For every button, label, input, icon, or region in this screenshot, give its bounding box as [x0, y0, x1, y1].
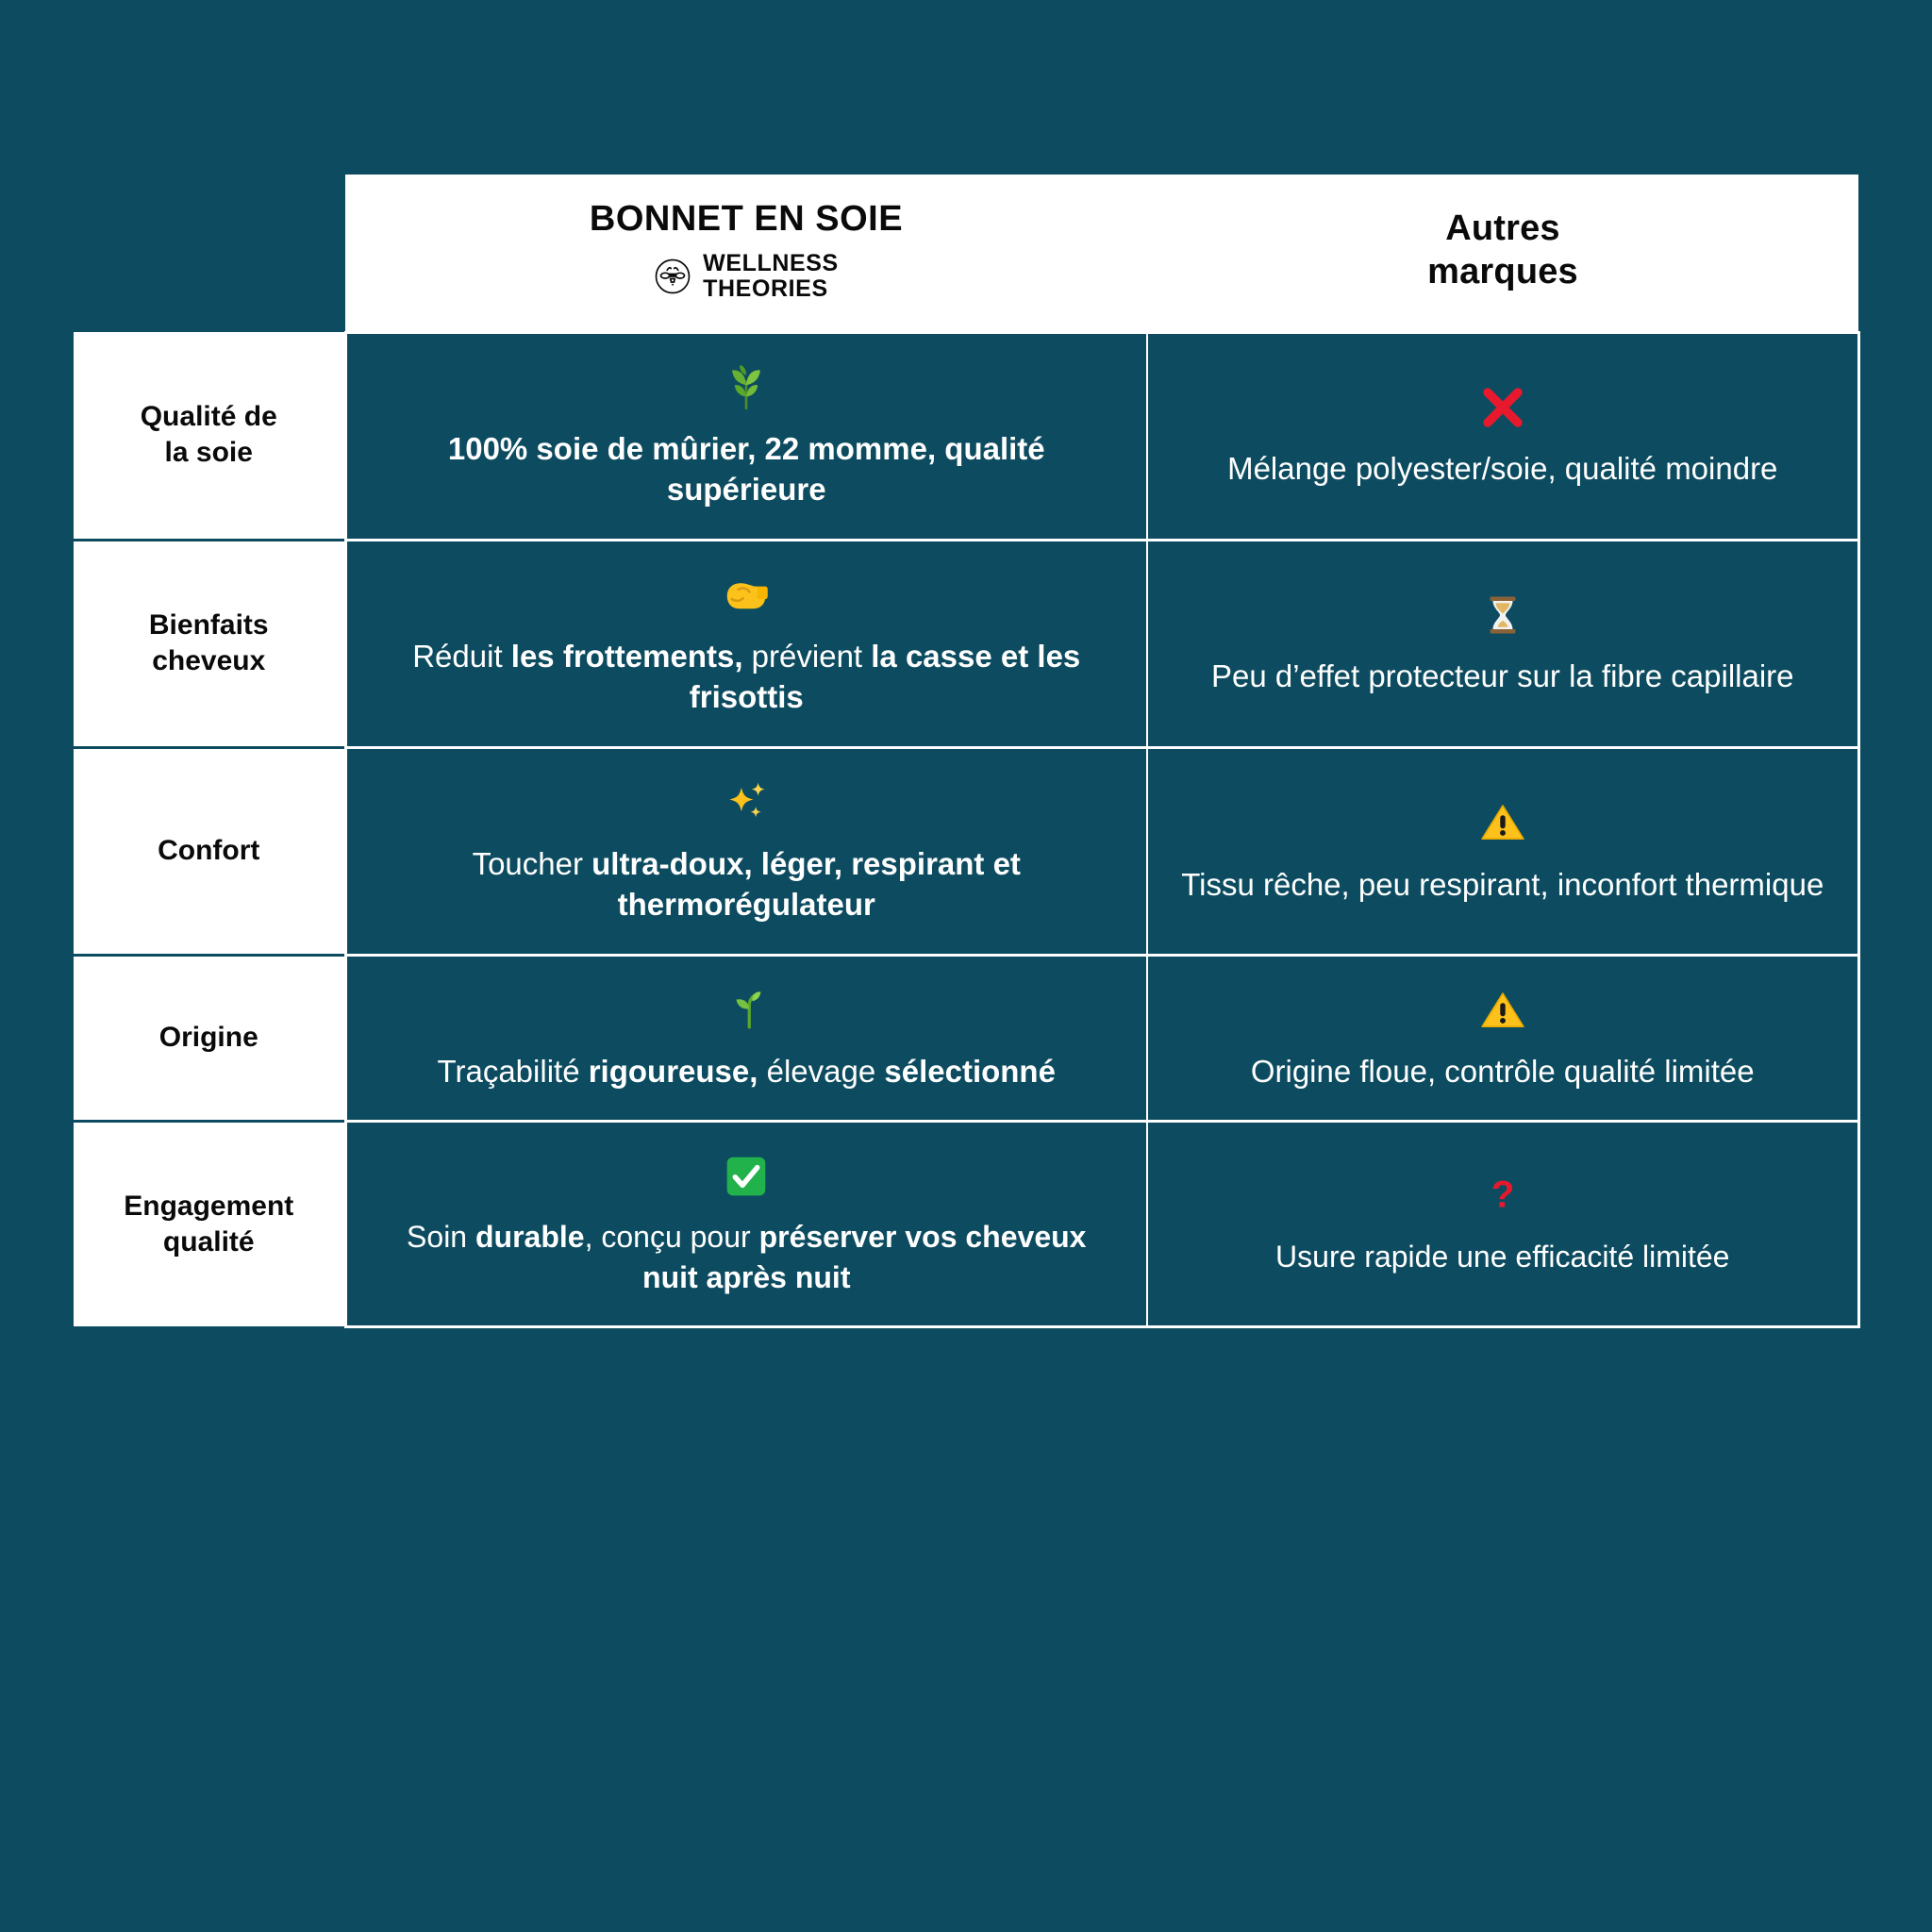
other-column-title: Autres marques — [1164, 208, 1841, 293]
text-segment: Peu d’effet protecteur sur la fibre capi… — [1210, 658, 1794, 694]
table-body: Qualité de la soie — [74, 330, 1860, 1328]
text-segment: 100% soie de mûrier, 22 momme, qualité s… — [447, 430, 1045, 508]
row-label-qualite-de-la-soie: Qualité de la soie — [74, 332, 345, 541]
sparkles-icon — [379, 774, 1115, 828]
text-segment: prévient — [742, 638, 872, 674]
cell-other-text: Mélange polyester/soie, qualité moindre — [1180, 448, 1825, 490]
table-header: BONNET EN SOIE — [74, 175, 1858, 333]
text-segment: élevage — [758, 1053, 885, 1089]
red-cross-mark-icon — [1180, 378, 1825, 433]
warning-triangle-icon — [1180, 981, 1825, 1036]
table-row: Engagement qualité Soin durable, conçu p… — [74, 1120, 1860, 1328]
brand-logo-line2: THEORIES — [703, 275, 828, 303]
cell-brand-text: Réduit les frottements, prévient la cass… — [379, 636, 1115, 718]
svg-text:?: ? — [1491, 1174, 1514, 1216]
cell-brand-text: Soin durable, conçu pour préserver vos c… — [379, 1217, 1115, 1296]
cell-other-text: Tissu rêche, peu respirant, inconfort th… — [1180, 864, 1825, 906]
cell-other-qualite-de-la-soie: Mélange polyester/soie, qualité moindre — [1146, 330, 1860, 541]
other-title-line1: Autres — [1445, 208, 1560, 249]
other-title-line2: marques — [1427, 251, 1578, 291]
cell-other-text: Origine floue, contrôle qualité limitée — [1180, 1051, 1825, 1092]
text-segment: ultra-doux, léger, respirant et thermoré… — [591, 845, 1021, 923]
cell-brand-bienfaits-cheveux: Réduit les frottements, prévient la cass… — [343, 538, 1148, 748]
text-segment: la casse et les frisottis — [689, 638, 1081, 715]
table-row: Origine Traçabilité rigoureuse, élevage … — [74, 953, 1860, 1122]
text-segment: préserver vos cheveux nuit après nuit — [642, 1220, 1087, 1294]
cell-other-confort: Tissu rêche, peu respirant, inconfort th… — [1146, 745, 1860, 956]
text-segment: Mélange polyester/soie, qualité moindre — [1227, 451, 1778, 487]
brand-column-title: BONNET EN SOIE — [589, 199, 904, 239]
row-label-bienfaits-cheveux: Bienfaits cheveux — [74, 538, 345, 748]
row-label-origine: Origine — [74, 953, 345, 1122]
row-label-line2: qualité — [162, 1226, 255, 1258]
brand-logo-line1: WELLNESS — [703, 249, 839, 276]
red-question-mark-icon: ? — [1180, 1167, 1825, 1222]
header-other-column: Autres marques — [1147, 175, 1858, 333]
text-segment: Usure rapide une efficacité limitée — [1275, 1240, 1730, 1274]
row-label-confort: Confort — [74, 745, 345, 956]
warning-triangle-icon — [1180, 794, 1825, 849]
row-label-line2: la soie — [164, 437, 253, 469]
brand-logo: WELLNESS THEORIES — [362, 249, 1130, 303]
text-segment: sélectionné — [884, 1053, 1056, 1089]
seedling-icon — [379, 981, 1115, 1036]
cell-brand-qualite-de-la-soie: 100% soie de mûrier, 22 momme, qualité s… — [343, 330, 1148, 541]
row-label-line2: cheveux — [152, 645, 266, 677]
cell-other-bienfaits-cheveux: Peu d’effet protecteur sur la fibre capi… — [1146, 538, 1860, 748]
text-segment: Soin — [407, 1220, 475, 1255]
text-segment: durable — [475, 1220, 585, 1255]
bee-in-circle-icon — [654, 258, 691, 295]
cell-brand-text: Toucher ultra-doux, léger, respirant et … — [379, 843, 1115, 925]
comparison-table: BONNET EN SOIE — [74, 175, 1860, 1328]
text-segment: Réduit — [412, 638, 511, 674]
table-row: Qualité de la soie — [74, 330, 1860, 541]
row-label-line1: Confort — [158, 835, 260, 867]
cell-brand-engagement-qualite: Soin durable, conçu pour préserver vos c… — [343, 1120, 1148, 1328]
text-segment: Origine floue, contrôle qualité limitée — [1250, 1053, 1755, 1089]
herb-leaves-icon — [379, 358, 1115, 413]
header-corner-spacer — [74, 175, 345, 333]
header-brand-column: BONNET EN SOIE — [345, 175, 1147, 333]
text-segment: , conçu pour — [584, 1220, 759, 1255]
text-segment: Tissu rêche, peu respirant, inconfort th… — [1181, 866, 1824, 902]
header-row: BONNET EN SOIE — [74, 175, 1858, 333]
text-segment: rigoureuse, — [588, 1053, 758, 1089]
text-segment: les frottements, — [510, 638, 743, 674]
cell-brand-text: Traçabilité rigoureuse, élevage sélectio… — [379, 1051, 1115, 1092]
text-segment: Traçabilité — [437, 1053, 589, 1089]
row-label-line1: Bienfaits — [148, 608, 269, 641]
row-label-line1: Origine — [158, 1022, 258, 1054]
green-check-box-icon — [379, 1147, 1115, 1202]
table-row: Confort Toucher ultra-doux, léger, respi… — [74, 745, 1860, 956]
hourglass-icon — [1180, 586, 1825, 641]
table-row: Bienfaits cheveux Réduit les frottements… — [74, 538, 1860, 748]
row-label-line1: Engagement — [124, 1190, 294, 1222]
cell-other-text: Peu d’effet protecteur sur la fibre capi… — [1180, 656, 1825, 697]
cell-brand-origine: Traçabilité rigoureuse, élevage sélectio… — [343, 953, 1148, 1122]
text-segment: Toucher — [472, 845, 592, 881]
cell-other-text: Usure rapide une efficacité limitée — [1180, 1237, 1825, 1276]
cell-brand-text: 100% soie de mûrier, 22 momme, qualité s… — [379, 428, 1115, 510]
cell-brand-confort: Toucher ultra-doux, léger, respirant et … — [343, 745, 1148, 956]
row-label-line1: Qualité de — [140, 400, 277, 432]
cell-other-engagement-qualite: ? Usure rapide une efficacité limitée — [1146, 1120, 1860, 1328]
brand-logo-wordmark: WELLNESS THEORIES — [703, 249, 839, 303]
cell-other-origine: Origine floue, contrôle qualité limitée — [1146, 953, 1860, 1122]
flexed-biceps-icon — [379, 566, 1115, 621]
row-label-engagement-qualite: Engagement qualité — [74, 1120, 345, 1327]
